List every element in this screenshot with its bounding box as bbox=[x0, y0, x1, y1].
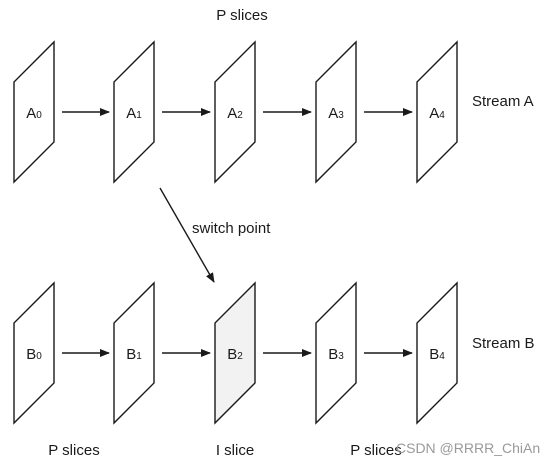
frame-b4: B4 bbox=[416, 281, 458, 425]
stream-b-label: Stream B bbox=[472, 335, 535, 352]
frame-b1: B1 bbox=[113, 281, 155, 425]
frame-b0: B0 bbox=[13, 281, 55, 425]
frame-b3: B3 bbox=[315, 281, 357, 425]
stream-a-row: A0 A1 A2 A3 A4 bbox=[13, 40, 458, 184]
stream-a-label: Stream A bbox=[472, 93, 534, 110]
switch-arrow bbox=[159, 187, 215, 283]
frame-b0-shape bbox=[13, 281, 55, 425]
caption-top-p-slices: P slices bbox=[216, 7, 267, 24]
frame-a1-shape bbox=[113, 40, 155, 184]
frame-a4: A4 bbox=[416, 40, 458, 184]
frame-b3-label: B3 bbox=[328, 346, 344, 363]
frame-a0-label: A0 bbox=[26, 105, 42, 122]
caption-bottom-i-slice: I slice bbox=[216, 442, 254, 459]
watermark: CSDN @RRRR_ChiAn bbox=[396, 440, 540, 456]
frame-a1-label: A1 bbox=[126, 105, 142, 122]
frame-b3-shape bbox=[315, 281, 357, 425]
frame-a4-label: A4 bbox=[429, 105, 445, 122]
frame-a2: A2 bbox=[214, 40, 256, 184]
frame-b2: B2 bbox=[214, 281, 256, 425]
frame-a3-label: A3 bbox=[328, 105, 344, 122]
frame-b0-label: B0 bbox=[26, 346, 42, 363]
frame-a0-shape bbox=[13, 40, 55, 184]
frame-a3-shape bbox=[315, 40, 357, 184]
frame-a3: A3 bbox=[315, 40, 357, 184]
caption-bottom-left-p-slices: P slices bbox=[48, 442, 99, 459]
stream-b-row: B0 B1 B2 B3 B4 bbox=[13, 281, 458, 425]
frame-b4-shape bbox=[416, 281, 458, 425]
frame-b4-label: B4 bbox=[429, 346, 445, 363]
frame-b2-shape bbox=[214, 281, 256, 425]
switch-point-label: switch point bbox=[192, 220, 271, 237]
frame-a2-shape bbox=[214, 40, 256, 184]
frame-b1-label: B1 bbox=[126, 346, 142, 363]
frame-a2-label: A2 bbox=[227, 105, 243, 122]
caption-bottom-right-p-slices: P slices bbox=[350, 442, 401, 459]
frame-a1: A1 bbox=[113, 40, 155, 184]
frame-b1-shape bbox=[113, 281, 155, 425]
frame-b2-label: B2 bbox=[227, 346, 243, 363]
frame-a0: A0 bbox=[13, 40, 55, 184]
frame-a4-shape bbox=[416, 40, 458, 184]
